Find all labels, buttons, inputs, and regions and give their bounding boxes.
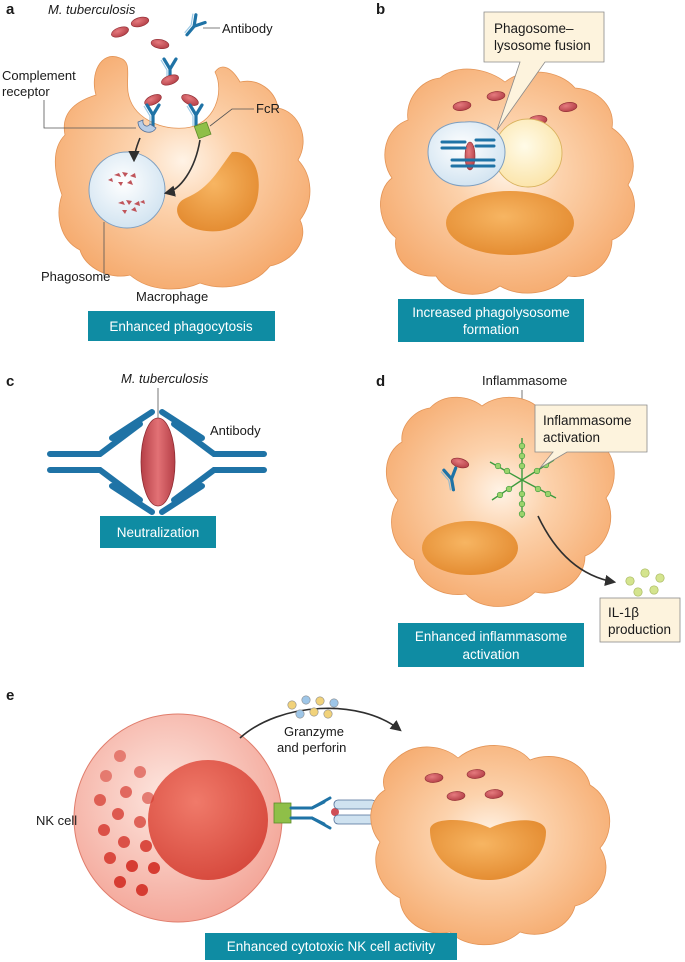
panel-c-box: [100, 516, 216, 548]
panel-d-box-line2: activation: [462, 647, 519, 662]
il1b-line1: IL-1β: [608, 605, 639, 620]
nucleus-b: [446, 191, 574, 255]
panel-a: a M. tuberculosis Antibody Complement re…: [2, 1, 311, 341]
panel-c: c M. tuberculosis Antibody Neutralizatio…: [6, 371, 267, 548]
bacterium-c: [140, 417, 176, 507]
complement-receptor-icon: [137, 119, 157, 133]
macrophage-cell-a: [54, 56, 311, 290]
antibody-icon: [47, 409, 267, 515]
nucleus-d: [422, 521, 518, 575]
panel-e-box-text: Enhanced cytotoxic NK cell activity: [227, 939, 436, 954]
panel-b: b Phagosome– lysosome fusion Increased p…: [376, 1, 635, 342]
antibody-label-c: Antibody: [210, 423, 261, 438]
panel-d: d Inflammasome Inflamm: [376, 373, 681, 667]
panel-d-letter: d: [376, 373, 385, 390]
il1b-particles: [625, 568, 665, 597]
panel-b-box-line2: formation: [463, 322, 519, 337]
complement-label-line1: Complement: [2, 68, 76, 83]
panel-d-callout-line2: activation: [543, 430, 600, 445]
inflammasome-label: Inflammasome: [482, 373, 567, 388]
nk-nucleus: [148, 760, 268, 880]
panel-d-box: [398, 623, 584, 667]
fcr-icon: [193, 121, 212, 140]
macrophage-cell-b: [380, 68, 635, 295]
panel-b-callout-line2: lysosome fusion: [494, 38, 591, 53]
mtb-label-c: M. tuberculosis: [121, 371, 209, 386]
il1b-line2: production: [608, 622, 671, 637]
panel-a-box: [88, 311, 275, 341]
phagosome-label: Phagosome: [41, 269, 110, 284]
panel-c-box-text: Neutralization: [117, 525, 200, 540]
fcr-icon: [273, 802, 292, 824]
granzyme-line2: and perforin: [277, 740, 346, 755]
granzyme-perforin: [287, 695, 339, 719]
macrophage-label: Macrophage: [136, 289, 208, 304]
fcr-label: FcR: [256, 101, 280, 116]
panel-e-box: [205, 933, 457, 960]
panel-b-callout-line1: Phagosome–: [494, 21, 574, 36]
antibody-label-a: Antibody: [222, 21, 273, 36]
complement-label-line2: receptor: [2, 84, 50, 99]
panel-e: e NK cell: [6, 687, 611, 960]
panel-b-box: [398, 299, 584, 342]
phagosome-a: [88, 151, 166, 229]
panel-b-letter: b: [376, 1, 385, 18]
panel-a-letter: a: [6, 1, 15, 18]
nucleus-e: [430, 820, 546, 880]
panel-a-box-text: Enhanced phagocytosis: [109, 319, 253, 334]
nk-label: NK cell: [36, 813, 77, 828]
granzyme-line1: Granzyme: [284, 724, 344, 739]
panel-e-letter: e: [6, 687, 14, 704]
panel-d-box-line1: Enhanced inflammasome: [415, 629, 567, 644]
bacterium-icon: [109, 15, 170, 51]
inflammasome-icon: [489, 438, 557, 518]
panel-d-callout-line1: Inflammasome: [543, 413, 632, 428]
nk-granules: [94, 750, 160, 896]
panel-b-box-line1: Increased phagolysosome: [412, 305, 570, 320]
panel-c-letter: c: [6, 373, 14, 390]
nucleus-a: [177, 151, 259, 232]
mtb-label-a: M. tuberculosis: [48, 2, 136, 17]
